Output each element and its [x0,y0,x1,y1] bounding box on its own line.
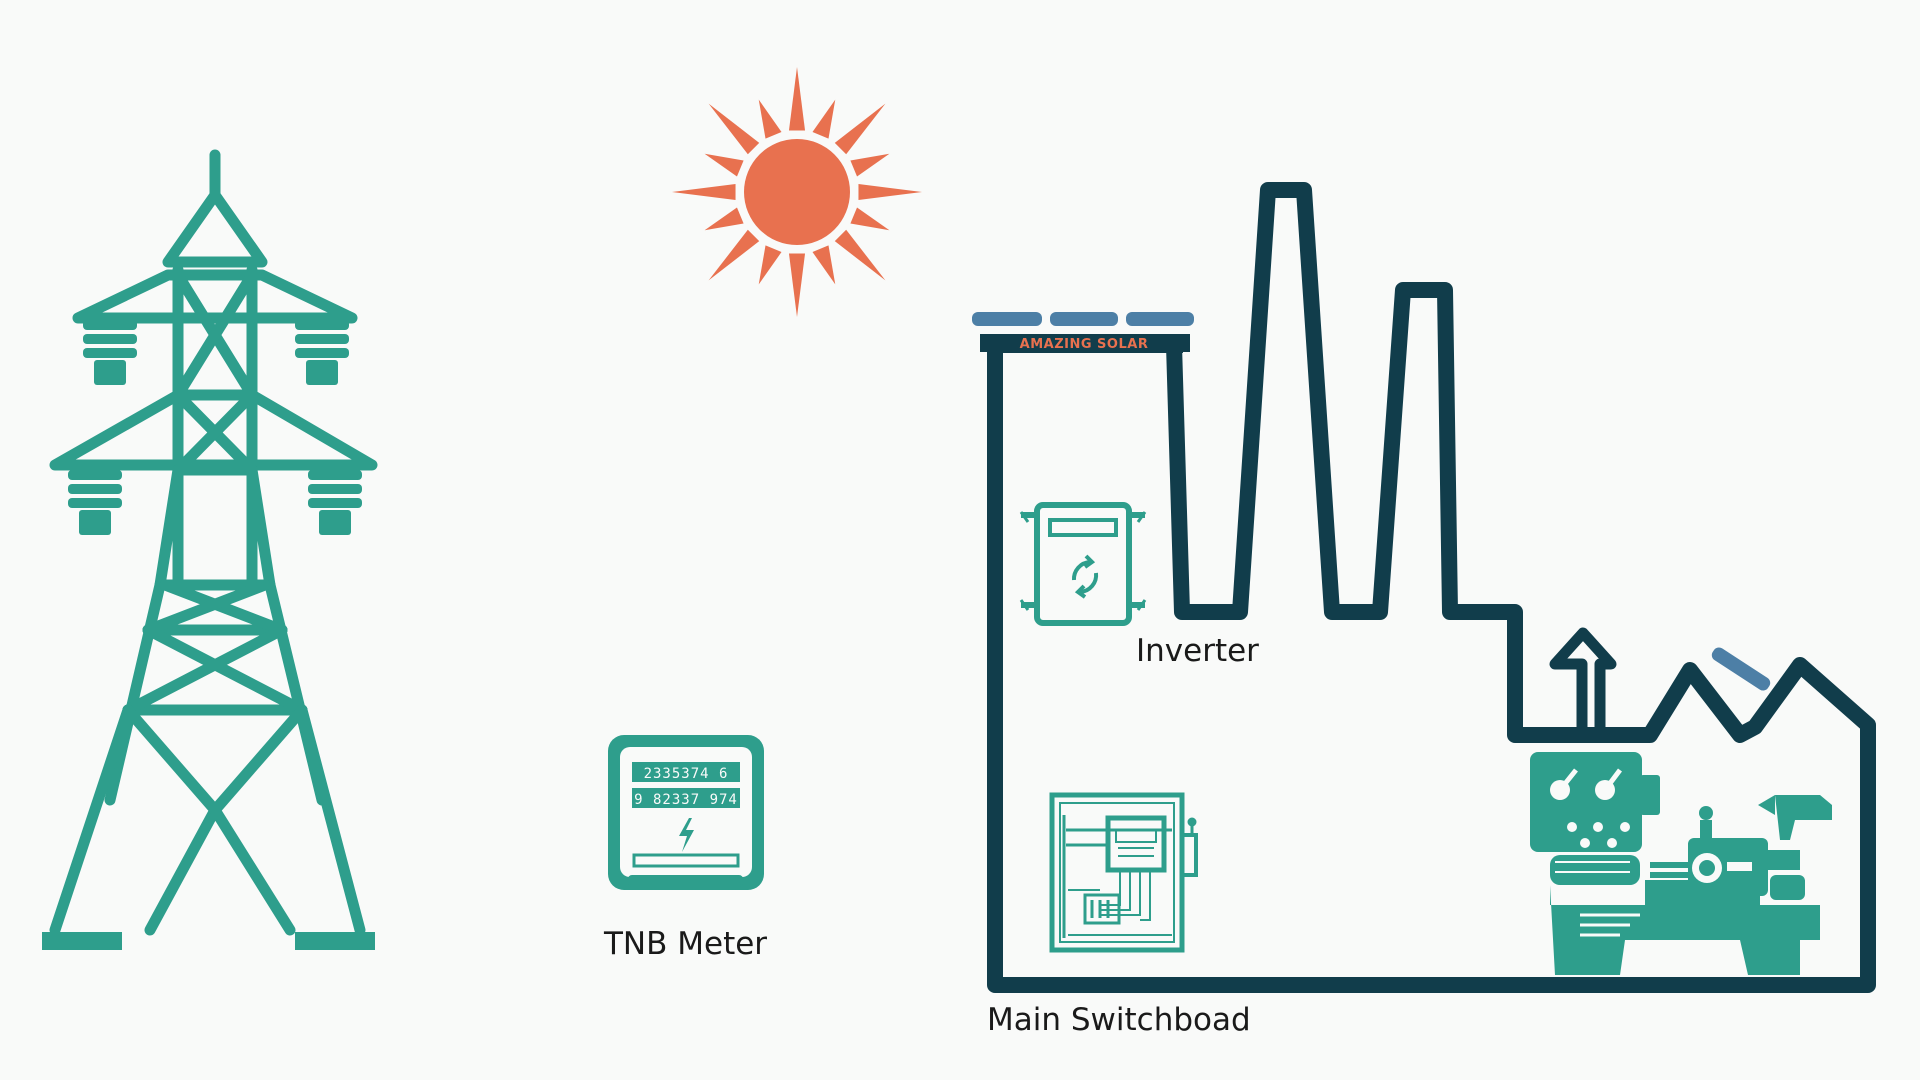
electricity-meter-icon: 2335374 6 9 82337 974 [608,735,764,890]
sun-ray [788,253,806,317]
solar-panel-icon [972,312,1771,691]
meter-digits-row2: 9 82337 974 [634,792,738,808]
arrow-up-icon [1549,627,1617,738]
meter-digits-row1: 2335374 6 [644,766,729,782]
sun-ray [812,99,836,139]
sun-ray [672,183,736,201]
sun-ray [758,245,782,285]
insulator-icons [68,320,362,535]
sun-ray [708,103,760,155]
sun-ray [704,153,744,177]
sun-ray [858,183,922,201]
tower-feet [42,932,375,950]
industrial-machine-icon [1530,752,1832,975]
sun-ray [708,229,760,281]
sun-ray [834,103,886,155]
sun-ray [850,207,890,231]
sun-ray [758,99,782,139]
sun-ray [834,229,886,281]
brand-label: AMAZING SOLAR [1020,337,1149,352]
sun-ray [850,153,890,177]
main-switchboard-label: Main Switchboad [987,1002,1251,1038]
transmission-tower-icon [49,149,378,936]
brand-strip: AMAZING SOLAR [980,334,1190,352]
switchboard-icon [1049,792,1198,953]
sun-icon [672,67,922,317]
inverter-icon [1019,502,1147,626]
inverter-label: Inverter [1136,633,1259,669]
sun-ray [704,207,744,231]
sun-ray [788,67,806,131]
bolt-icon [679,818,694,852]
refresh-icon [1071,554,1099,599]
sun-ray [812,245,836,285]
tnb-meter-label: TNB Meter [604,926,768,962]
